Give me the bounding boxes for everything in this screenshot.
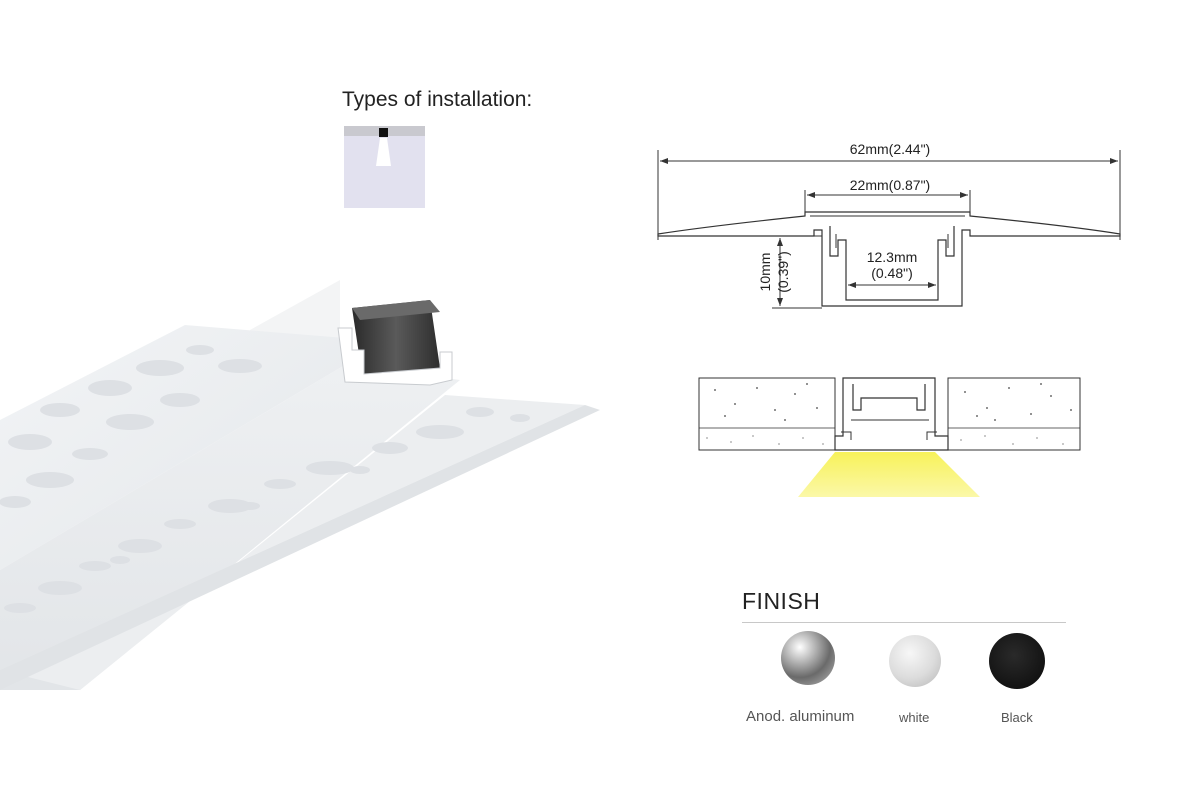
installation-title: Types of installation: (342, 88, 533, 111)
finish-heading: FINISH (742, 588, 821, 614)
cross-section-dimension-drawing: 62mm(2.44") 22mm(0.87") 12.3mm (0.48") 1… (650, 130, 1130, 325)
overall-width-label: 62mm(2.44") (850, 141, 930, 157)
channel-width-label: 22mm(0.87") (850, 177, 930, 193)
inner-width-in-label: (0.48") (871, 265, 913, 281)
anodized-aluminum-swatch (781, 631, 835, 685)
finish-divider (742, 622, 1066, 623)
white-swatch (889, 635, 941, 687)
finish-option-black: Black (980, 630, 1060, 730)
finish-label-anodized: Anod. aluminum (746, 708, 855, 725)
installed-section-view (695, 370, 1085, 505)
profile-3d-render (0, 270, 600, 695)
black-swatch (989, 633, 1045, 689)
recessed-installation-icon (344, 126, 425, 213)
height-mm-label: 10mm (757, 253, 773, 292)
finish-option-anodized: Anod. aluminum (740, 630, 880, 730)
inner-width-mm-label: 12.3mm (867, 249, 918, 265)
finish-label-white: white (899, 710, 930, 725)
height-in-label: (0.39") (775, 251, 791, 293)
finish-option-white: white (880, 630, 960, 730)
finish-label-black: Black (1001, 710, 1033, 725)
